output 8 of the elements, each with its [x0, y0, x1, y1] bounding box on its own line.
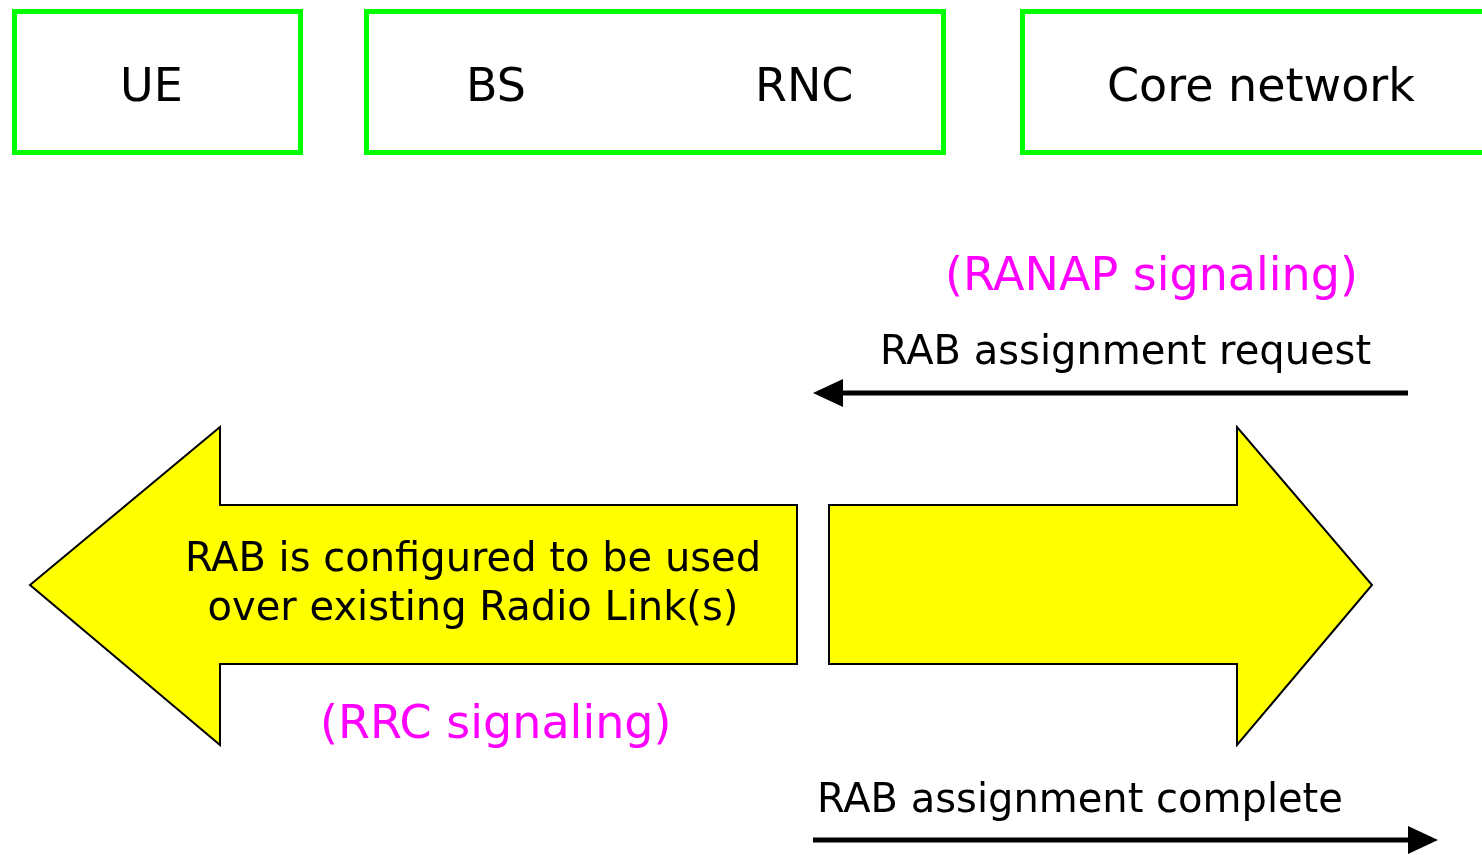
entity-label: UE	[120, 62, 183, 108]
entity-label: BS	[466, 62, 526, 108]
entity-box	[364, 9, 946, 155]
entity-box	[12, 9, 303, 155]
arrow-text: RAB is configured to be used over existing Radio Link(s)	[183, 533, 763, 631]
entity-label: RNC	[755, 62, 854, 108]
entity-label: Core network	[1107, 62, 1415, 108]
entity-box	[1020, 9, 1482, 155]
